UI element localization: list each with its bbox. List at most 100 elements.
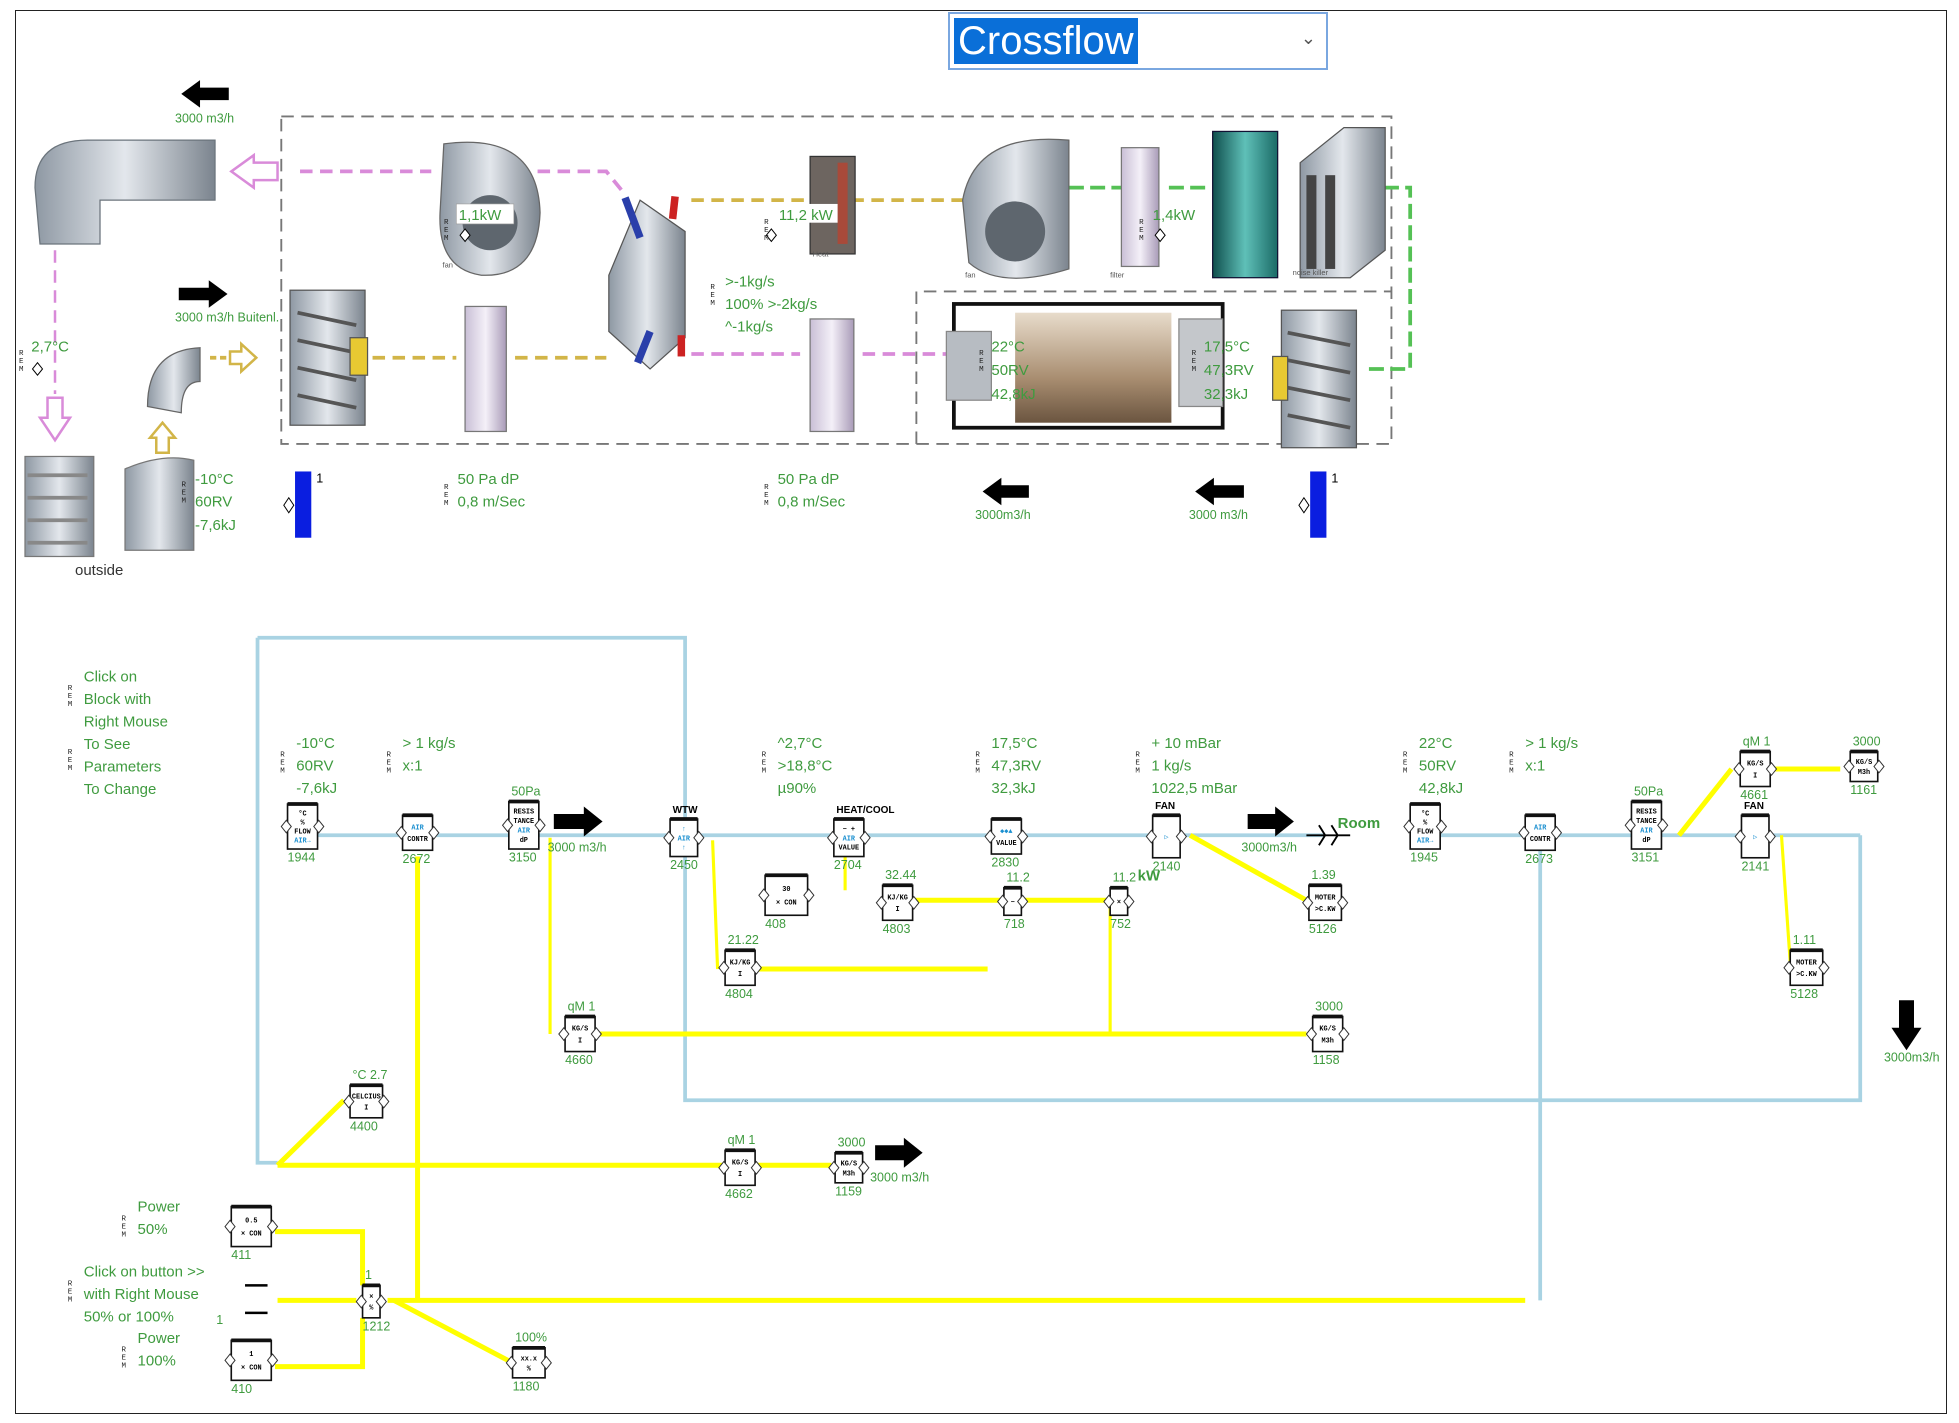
input-port-icon[interactable] bbox=[1734, 829, 1746, 844]
input-port-icon[interactable] bbox=[984, 829, 996, 844]
input-port-icon[interactable] bbox=[758, 888, 770, 903]
input-port-icon[interactable] bbox=[1145, 829, 1158, 844]
output-port-icon[interactable] bbox=[1016, 894, 1029, 909]
input-port-icon[interactable] bbox=[343, 1094, 355, 1109]
output-port-icon[interactable] bbox=[1765, 761, 1778, 777]
block-body[interactable] bbox=[990, 818, 1023, 855]
percentage-toggle-button[interactable] bbox=[240, 1281, 273, 1317]
parameter-port-icon[interactable] bbox=[1154, 228, 1166, 243]
output-port-icon[interactable] bbox=[859, 830, 871, 845]
input-port-icon[interactable] bbox=[1302, 895, 1314, 910]
input-port-icon[interactable] bbox=[355, 1294, 367, 1309]
exhaust-duct-elbow-image[interactable] bbox=[34, 139, 216, 245]
input-port-icon[interactable] bbox=[1403, 819, 1415, 834]
input-port-icon[interactable] bbox=[996, 894, 1009, 909]
input-port-icon[interactable] bbox=[1103, 894, 1115, 909]
output-port-icon[interactable] bbox=[750, 960, 762, 975]
heating-coil-image[interactable]: Heat 11,2 kW bbox=[775, 155, 856, 258]
input-port-icon[interactable] bbox=[1305, 1026, 1318, 1042]
block-body[interactable] bbox=[669, 818, 699, 858]
input-port-icon[interactable] bbox=[1733, 761, 1745, 777]
block-body[interactable] bbox=[1789, 949, 1824, 987]
input-port-icon[interactable] bbox=[505, 1355, 517, 1370]
supply-filter-image[interactable]: filter 1,4kW bbox=[1110, 147, 1196, 280]
block-body[interactable] bbox=[764, 874, 809, 917]
output-port-icon[interactable] bbox=[1435, 819, 1448, 834]
block-body[interactable] bbox=[833, 818, 865, 858]
output-port-icon[interactable] bbox=[1123, 894, 1135, 909]
block-body[interactable] bbox=[724, 1149, 756, 1187]
output-port-icon[interactable] bbox=[1338, 1026, 1350, 1042]
output-port-icon[interactable] bbox=[266, 1219, 279, 1234]
exhaust-fan-image[interactable]: 1,1kW fan bbox=[439, 141, 541, 276]
input-port-icon[interactable] bbox=[501, 818, 514, 833]
block-body[interactable] bbox=[1849, 750, 1879, 783]
output-port-icon[interactable] bbox=[375, 1294, 387, 1309]
outside-louvre-image[interactable] bbox=[24, 455, 95, 558]
output-port-icon[interactable] bbox=[858, 1160, 870, 1175]
output-port-icon[interactable] bbox=[313, 819, 325, 834]
block-body[interactable] bbox=[724, 949, 756, 987]
intake-elbow-image[interactable] bbox=[146, 347, 201, 414]
input-port-icon[interactable] bbox=[1783, 960, 1795, 975]
output-port-icon[interactable] bbox=[590, 1026, 602, 1042]
output-port-icon[interactable] bbox=[1550, 825, 1563, 840]
extract-filter-image[interactable] bbox=[809, 318, 855, 433]
supply-damper-image[interactable] bbox=[1272, 309, 1358, 449]
output-port-icon[interactable] bbox=[1657, 818, 1669, 833]
output-port-icon[interactable] bbox=[266, 1353, 279, 1368]
block-body[interactable] bbox=[230, 1205, 273, 1248]
block-body[interactable] bbox=[230, 1339, 273, 1382]
input-port-icon[interactable] bbox=[718, 960, 730, 975]
outside-vent-image[interactable] bbox=[124, 457, 195, 551]
output-port-icon[interactable] bbox=[540, 1355, 552, 1370]
exchanger-type-dropdown[interactable]: Crossflow ⌄ bbox=[948, 12, 1328, 70]
output-port-icon[interactable] bbox=[378, 1094, 390, 1109]
damper-right-slider[interactable]: 1 bbox=[1298, 471, 1339, 538]
supply-fan-image[interactable]: fan bbox=[961, 138, 1070, 280]
input-port-icon[interactable] bbox=[1518, 825, 1530, 840]
output-port-icon[interactable] bbox=[1818, 960, 1830, 975]
input-port-icon[interactable] bbox=[395, 825, 407, 840]
block-body[interactable] bbox=[881, 884, 914, 922]
block-body[interactable] bbox=[1308, 884, 1343, 922]
input-port-icon[interactable] bbox=[1843, 759, 1855, 774]
output-port-icon[interactable] bbox=[803, 888, 815, 903]
heat-exchanger-image[interactable] bbox=[608, 196, 686, 370]
parameter-port-icon[interactable] bbox=[459, 228, 471, 243]
input-port-icon[interactable] bbox=[718, 1160, 730, 1175]
noise-killer-image[interactable]: noise killer bbox=[1293, 127, 1386, 279]
input-port-icon[interactable] bbox=[1624, 818, 1636, 833]
input-port-icon[interactable] bbox=[280, 819, 292, 834]
input-port-icon[interactable] bbox=[828, 1160, 840, 1175]
input-port-icon[interactable] bbox=[224, 1219, 236, 1234]
output-port-icon[interactable] bbox=[693, 830, 705, 845]
output-port-icon[interactable] bbox=[1016, 829, 1029, 844]
output-port-icon[interactable] bbox=[750, 1160, 762, 1175]
output-port-icon[interactable] bbox=[1873, 759, 1885, 774]
block-body[interactable] bbox=[1524, 814, 1557, 852]
parameter-port-icon[interactable] bbox=[31, 361, 44, 377]
room-image[interactable]: 22°C 50RV 42,8kJ 17,5°C 47,3RV 32,3kJ bbox=[945, 302, 1254, 430]
